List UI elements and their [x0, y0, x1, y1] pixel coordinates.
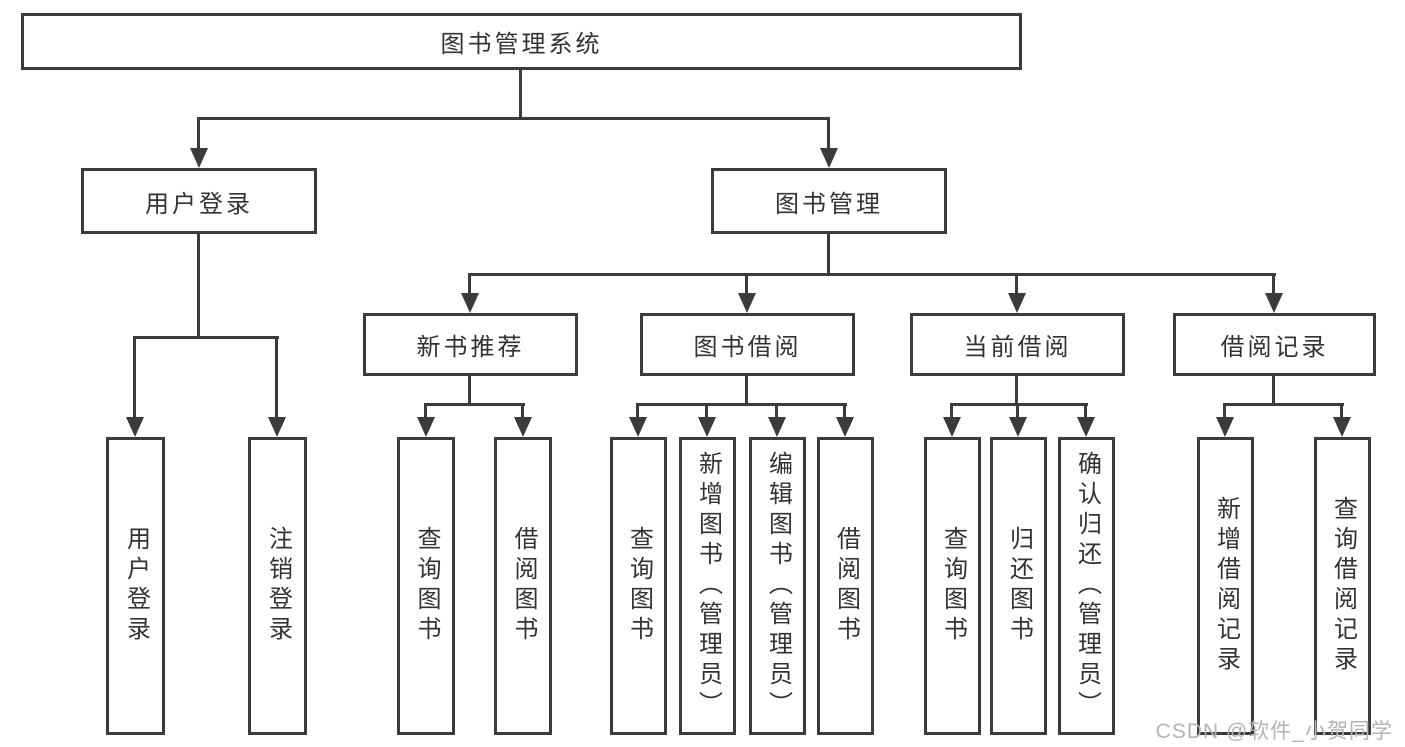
node-label: 编辑图书（管理员）	[764, 451, 792, 721]
connector-line	[745, 273, 748, 295]
node-label: 注销登录	[264, 526, 292, 646]
arrow-down-icon	[768, 417, 786, 437]
connector-line	[197, 117, 830, 120]
arrow-down-icon	[943, 417, 961, 437]
arrow-down-icon	[698, 417, 716, 437]
node-label: 新增借阅记录	[1212, 496, 1240, 676]
connector-line	[950, 403, 953, 419]
connector-line	[1223, 403, 1344, 406]
connector-line	[468, 273, 1276, 276]
connector-line	[197, 233, 200, 339]
connector-line	[468, 273, 471, 295]
connector-line	[1015, 273, 1018, 295]
node-label: 借阅图书	[510, 526, 537, 646]
node-current-borrowing: 当前借阅	[910, 313, 1125, 376]
node-logout-login: 注销登录	[248, 437, 307, 735]
node-borrow-books-borrow: 借阅图书	[817, 437, 874, 735]
arrow-down-icon	[1008, 293, 1026, 313]
node-label: 查询借阅记录	[1329, 496, 1357, 676]
connector-line	[745, 376, 748, 406]
node-edit-book-admin: 编辑图书（管理员）	[749, 437, 806, 735]
connector-line	[636, 403, 847, 406]
connector-line	[1272, 376, 1275, 406]
connector-line	[275, 336, 278, 419]
node-label: 查询图书	[625, 526, 653, 646]
arrow-down-icon	[1009, 417, 1027, 437]
connector-line	[519, 69, 522, 120]
node-confirm-return-admin: 确认归还（管理员）	[1058, 437, 1115, 735]
node-borrowing-records: 借阅记录	[1173, 313, 1376, 376]
connector-line	[950, 403, 1088, 406]
node-query-books-current: 查询图书	[924, 437, 981, 735]
node-label: 查询图书	[939, 526, 967, 646]
node-label: 查询图书	[413, 526, 440, 646]
connector-line	[133, 336, 279, 339]
watermark-text: CSDN @软件_小贺同学	[1155, 720, 1393, 743]
connector-line	[424, 403, 427, 419]
node-label: 用户登录	[122, 526, 150, 646]
node-add-book-admin: 新增图书（管理员）	[679, 437, 736, 735]
node-book-borrowing: 图书借阅	[640, 313, 855, 376]
arrow-down-icon	[417, 417, 435, 437]
connector-line	[775, 403, 778, 419]
node-borrow-books-recommend: 借阅图书	[494, 437, 552, 735]
node-new-borrow-record: 新增借阅记录	[1197, 437, 1254, 735]
arrow-down-icon	[268, 417, 286, 437]
connector-line	[827, 233, 830, 276]
connector-line	[424, 403, 525, 406]
connector-line	[636, 403, 639, 419]
arrow-down-icon	[514, 417, 532, 437]
connector-line	[468, 376, 471, 406]
connector-line	[827, 117, 830, 150]
node-user-login: 用户登录	[106, 437, 165, 735]
arrow-down-icon	[629, 417, 647, 437]
node-query-books-borrow: 查询图书	[610, 437, 667, 735]
arrow-down-icon	[738, 293, 756, 313]
node-library-system: 图书管理系统	[21, 13, 1022, 70]
node-return-books: 归还图书	[990, 437, 1047, 735]
connector-line	[197, 117, 200, 150]
arrow-down-icon	[820, 148, 838, 168]
arrow-down-icon	[1216, 417, 1234, 437]
arrow-down-icon	[1077, 417, 1095, 437]
connector-line	[705, 403, 708, 419]
node-query-borrow-record: 查询借阅记录	[1314, 437, 1371, 735]
node-query-books-recommend: 查询图书	[397, 437, 455, 735]
node-new-book-recommendation: 新书推荐	[363, 313, 578, 376]
connector-line	[1015, 376, 1018, 406]
arrow-down-icon	[190, 148, 208, 168]
connector-line	[521, 403, 524, 419]
connector-line	[1084, 403, 1087, 419]
node-book-management: 图书管理	[711, 168, 947, 234]
connector-line	[133, 336, 136, 419]
node-label: 借阅图书	[832, 526, 860, 646]
connector-line	[1340, 403, 1343, 419]
connector-line	[1272, 273, 1275, 295]
connector-line	[1223, 403, 1226, 419]
node-label: 新增图书（管理员）	[694, 451, 722, 721]
node-label: 归还图书	[1005, 526, 1033, 646]
arrow-down-icon	[461, 293, 479, 313]
arrow-down-icon	[1265, 293, 1283, 313]
connector-line	[1016, 403, 1019, 419]
arrow-down-icon	[836, 417, 854, 437]
connector-line	[843, 403, 846, 419]
node-label: 确认归还（管理员）	[1073, 451, 1101, 721]
arrow-down-icon	[1333, 417, 1351, 437]
arrow-down-icon	[126, 417, 144, 437]
node-user-login-branch: 用户登录	[81, 168, 317, 234]
